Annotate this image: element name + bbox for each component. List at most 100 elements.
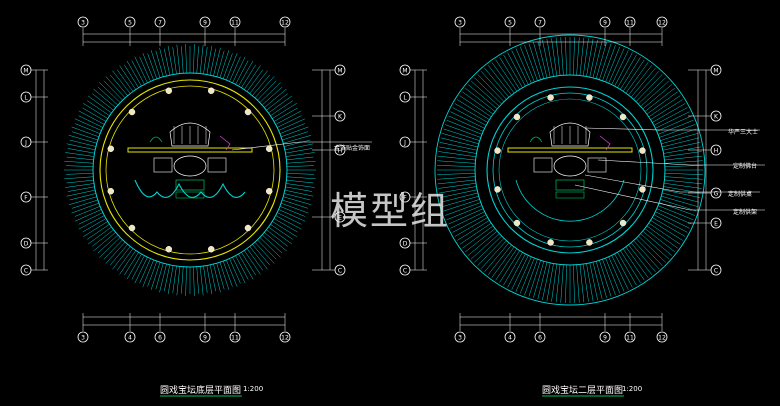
svg-text:5: 5	[508, 19, 512, 26]
grid-bubble-left: L	[20, 91, 32, 103]
column	[586, 94, 593, 101]
grid-bubble-right: E	[334, 211, 346, 223]
leader-second-2	[597, 159, 765, 166]
side-altar-right	[207, 157, 227, 173]
svg-text:M: M	[337, 67, 342, 74]
grid-bubble-top: 9	[599, 16, 611, 28]
grid-bubble-top: 12	[279, 16, 291, 28]
svg-text:F: F	[403, 194, 407, 201]
offering-table	[175, 179, 205, 191]
radial-rafters	[64, 44, 316, 296]
side-altar-right	[587, 157, 607, 173]
grid-bubble-left: J	[399, 136, 411, 148]
floor-ring	[498, 98, 642, 242]
column	[586, 239, 593, 246]
grid-bubble-left: F	[399, 191, 411, 203]
svg-text:L: L	[403, 94, 407, 101]
column	[513, 219, 521, 227]
eave-ring	[474, 74, 666, 266]
grid-bubble-left: C	[399, 264, 411, 276]
svg-text:12: 12	[658, 19, 666, 26]
column	[639, 186, 646, 193]
grid-bubble-right: K	[334, 110, 346, 122]
svg-text:9: 9	[203, 19, 207, 26]
grid-bubble-bottom: 4	[504, 331, 516, 343]
plan-title-second: 圆戏宝坛二层平面图	[542, 386, 624, 396]
grid-bubble-left: F	[20, 191, 32, 203]
svg-text:12: 12	[281, 334, 289, 341]
svg-text:J: J	[24, 139, 27, 146]
grid-bubble-top: 3	[77, 16, 89, 28]
svg-text:M: M	[23, 67, 28, 74]
callout-second-1: 华严三大士	[728, 129, 759, 136]
grid-bubble-left: L	[399, 91, 411, 103]
svg-text:C: C	[338, 267, 342, 274]
grid-bubble-bottom: 3	[77, 331, 89, 343]
svg-text:5: 5	[128, 19, 132, 26]
column-group	[494, 94, 646, 246]
grid-bubble-right: E	[710, 217, 722, 229]
column	[513, 113, 521, 121]
leader-second-3	[584, 174, 760, 193]
column	[207, 87, 215, 95]
offering-table	[555, 179, 585, 191]
scalloped-wall	[134, 179, 246, 198]
callout-second-3: 定制供桌	[728, 191, 753, 198]
side-altar-left	[153, 157, 173, 173]
plan-scale-ground: 1:200	[243, 385, 264, 393]
column	[128, 108, 136, 116]
column	[494, 147, 501, 154]
grid-bubble-top: 3	[454, 16, 466, 28]
grid-bubble-left: M	[399, 64, 411, 76]
svg-text:C: C	[24, 267, 28, 274]
column	[244, 224, 252, 232]
svg-text:9: 9	[203, 334, 207, 341]
leader-ground-1	[231, 141, 372, 151]
svg-text:6: 6	[538, 334, 542, 341]
callout-second-2: 定制佛台	[733, 163, 758, 170]
statue-canopy	[549, 122, 591, 147]
svg-text:3: 3	[458, 19, 462, 26]
grid-bubble-bottom: 6	[154, 331, 166, 343]
svg-text:11: 11	[626, 19, 634, 26]
column	[265, 145, 273, 153]
svg-text:E: E	[338, 214, 342, 221]
svg-text:9: 9	[603, 19, 607, 26]
gallery-arc	[515, 179, 625, 222]
grid-bubble-bottom: 11	[624, 331, 636, 343]
grid-bubble-right: H	[334, 144, 346, 156]
column	[494, 186, 501, 193]
floor-plan-ground	[31, 28, 335, 397]
svg-text:12: 12	[658, 334, 666, 341]
svg-text:4: 4	[128, 334, 132, 341]
grid-bubble-bottom: 12	[279, 331, 291, 343]
column	[547, 94, 554, 101]
svg-text:C: C	[403, 267, 407, 274]
grid-bubble-right: M	[710, 64, 722, 76]
column	[207, 245, 215, 253]
svg-text:6: 6	[158, 334, 162, 341]
grid-bubble-right: M	[334, 64, 346, 76]
statue-base	[173, 155, 207, 177]
column	[547, 239, 554, 246]
central-altar	[507, 122, 633, 222]
grid-bubble-left: J	[20, 136, 32, 148]
column	[265, 187, 273, 195]
svg-text:11: 11	[626, 334, 634, 341]
grid-bubble-top: 12	[656, 16, 668, 28]
column	[619, 113, 627, 121]
grid-bubble-bottom: 9	[599, 331, 611, 343]
svg-text:7: 7	[538, 19, 542, 26]
svg-text:H: H	[714, 147, 719, 154]
grid-bubble-left: D	[20, 237, 32, 249]
svg-text:D: D	[403, 240, 408, 247]
column	[107, 187, 115, 195]
wall-ring-inner	[105, 85, 275, 255]
svg-text:3: 3	[81, 19, 85, 26]
svg-text:F: F	[24, 194, 28, 201]
svg-text:D: D	[24, 240, 29, 247]
svg-text:4: 4	[508, 334, 512, 341]
grid-bubble-top: 5	[124, 16, 136, 28]
grid-bubble-left: C	[20, 264, 32, 276]
svg-text:G: G	[714, 190, 719, 197]
